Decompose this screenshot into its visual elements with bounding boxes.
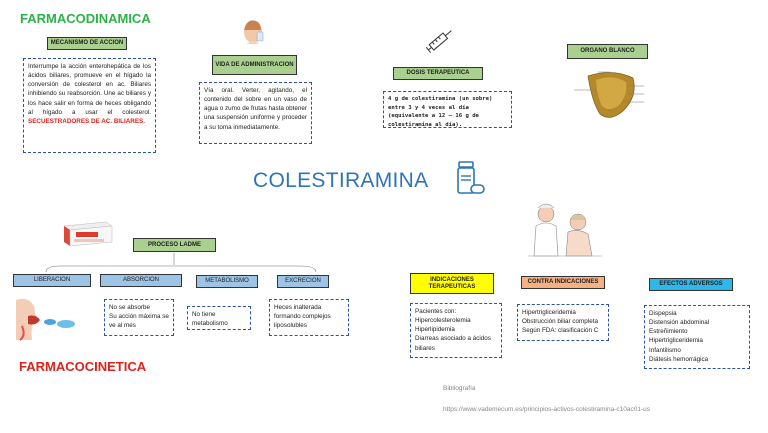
ladme-label: PROCESO LADME bbox=[133, 238, 216, 252]
syringe-icon bbox=[425, 30, 452, 53]
dosis-label: DOSIS TERAPEUTICA bbox=[393, 67, 483, 80]
contra-text: Hipertrigliceridemia Obstrucción biliar … bbox=[517, 304, 609, 341]
liberacion-label: LIBERACION bbox=[13, 274, 91, 287]
mouth-pill-illustration bbox=[16, 298, 75, 341]
via-label: VIDA DE ADMINISTRACION bbox=[212, 55, 297, 75]
indicaciones-text: Pacientes con: Hipercolesterolemia Hiper… bbox=[410, 303, 502, 358]
dosis-text: 4 g de colestiramina (un sobre) entre 3 … bbox=[383, 91, 512, 128]
gallbladder-illustration bbox=[574, 71, 644, 118]
mecanismo-text: Interrumpe la acción enterohepática de l… bbox=[28, 63, 151, 116]
bibliography-label: Bibliografía bbox=[443, 385, 476, 392]
metabolismo-text: No tiene metabolismo bbox=[187, 306, 251, 330]
excrecion-label: EXCRECION bbox=[277, 275, 329, 288]
metabolismo-label: METABOLISMO bbox=[196, 275, 258, 288]
efectos-label: EFECTOS ADVERSOS bbox=[649, 278, 733, 291]
mecanismo-highlight: SECUESTRADORES DE AC. BILIARES. bbox=[28, 117, 145, 125]
efectos-text: Dispepsia Distensión abdominal Estreñimi… bbox=[644, 305, 750, 369]
absorcion-text: No se absorbe Su acción máxima se ve al … bbox=[104, 299, 174, 336]
via-text: Vía oral. Verter, agitando, el contenido… bbox=[199, 82, 312, 144]
absorcion-label: ABSORCION bbox=[100, 274, 182, 287]
medicine-box-image bbox=[63, 221, 113, 247]
central-title: COLESTIRAMINA bbox=[253, 169, 429, 192]
bibliography-link[interactable]: https://www.vademecum.es/principios-acti… bbox=[443, 406, 650, 413]
organo-label: ORGANO BLANCO bbox=[567, 44, 648, 59]
indicaciones-label: INDICACIONES TERAPEUTICAS bbox=[410, 273, 494, 294]
doctor-patient-illustration bbox=[528, 203, 602, 257]
medicine-bottle-icon bbox=[457, 161, 485, 194]
farmacodinamica-title: FARMACODINAMICA bbox=[20, 11, 151, 26]
farmacocinetica-title: FARMACOCINETICA bbox=[19, 359, 147, 374]
person-drinking-icon bbox=[244, 20, 264, 44]
mecanismo-label: MECANISMO DE ACCION bbox=[47, 37, 127, 50]
excrecion-text: Heces inalterada formando complejos lipo… bbox=[269, 299, 349, 336]
contra-label: CONTRA INDICACIONES bbox=[521, 276, 605, 289]
mecanismo-text-box: Interrumpe la acción enterohepática de l… bbox=[23, 58, 156, 153]
